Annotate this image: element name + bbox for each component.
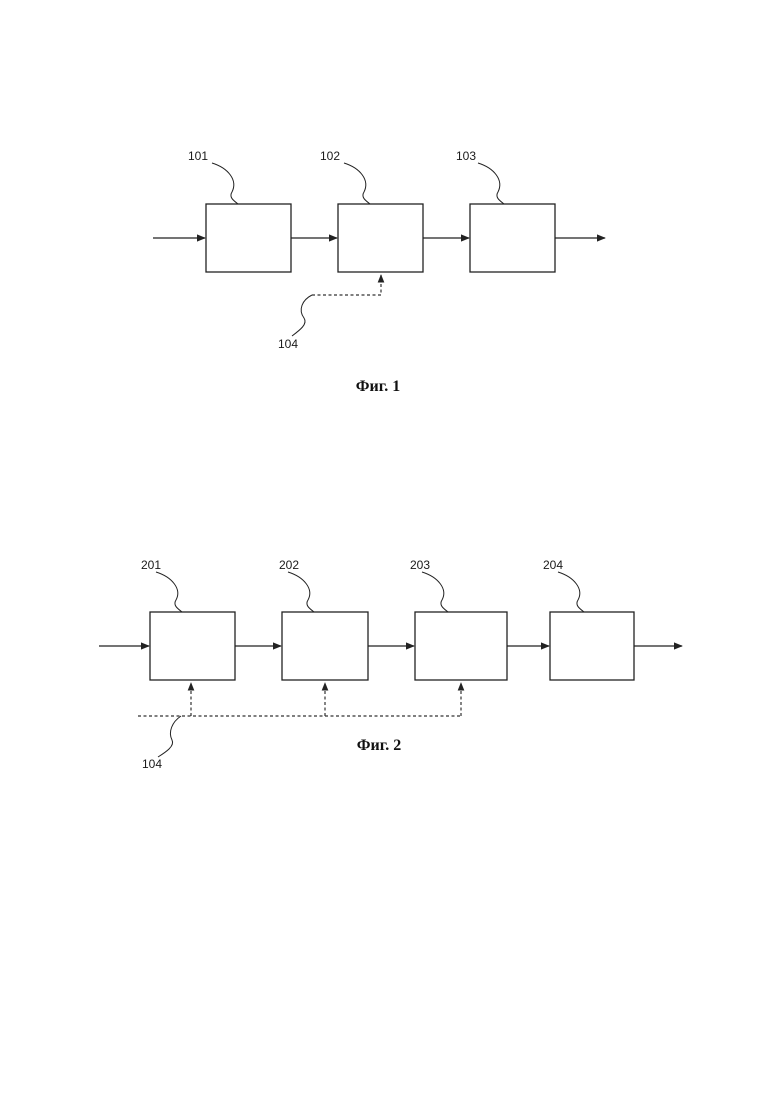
fig1-label-101: 101	[188, 149, 208, 163]
fig1-label-103: 103	[456, 149, 476, 163]
fig2-leader-203	[422, 572, 448, 612]
fig2-label-104: 104	[142, 757, 162, 771]
fig2-caption: Фиг. 2	[357, 737, 401, 754]
fig2-block-203	[415, 612, 507, 680]
fig2-label-204: 204	[543, 558, 563, 572]
fig2-block-202	[282, 612, 368, 680]
fig1-label-104: 104	[278, 337, 298, 351]
fig1-caption: Фиг. 1	[356, 378, 400, 395]
fig1-label-102: 102	[320, 149, 340, 163]
fig1-block-102	[338, 204, 423, 272]
fig1-leader-104	[292, 295, 312, 336]
fig2-leader-202	[288, 572, 314, 612]
figure-1: 101 102 103 104 Фиг. 1	[153, 149, 605, 395]
fig2-label-202: 202	[279, 558, 299, 572]
fig1-leader-103	[478, 163, 504, 204]
fig2-leader-201	[156, 572, 182, 612]
figure-2: 201 202 203 204 104 Фиг. 2	[99, 558, 682, 771]
fig1-block-101	[206, 204, 291, 272]
fig2-label-201: 201	[141, 558, 161, 572]
fig2-block-204	[550, 612, 634, 680]
fig2-leader-204	[558, 572, 584, 612]
fig1-leader-101	[212, 163, 238, 204]
fig1-block-103	[470, 204, 555, 272]
fig2-leader-104	[158, 716, 181, 757]
fig1-leader-102	[344, 163, 370, 204]
fig1-control-line-104	[312, 275, 381, 295]
fig2-block-201	[150, 612, 235, 680]
fig2-label-203: 203	[410, 558, 430, 572]
